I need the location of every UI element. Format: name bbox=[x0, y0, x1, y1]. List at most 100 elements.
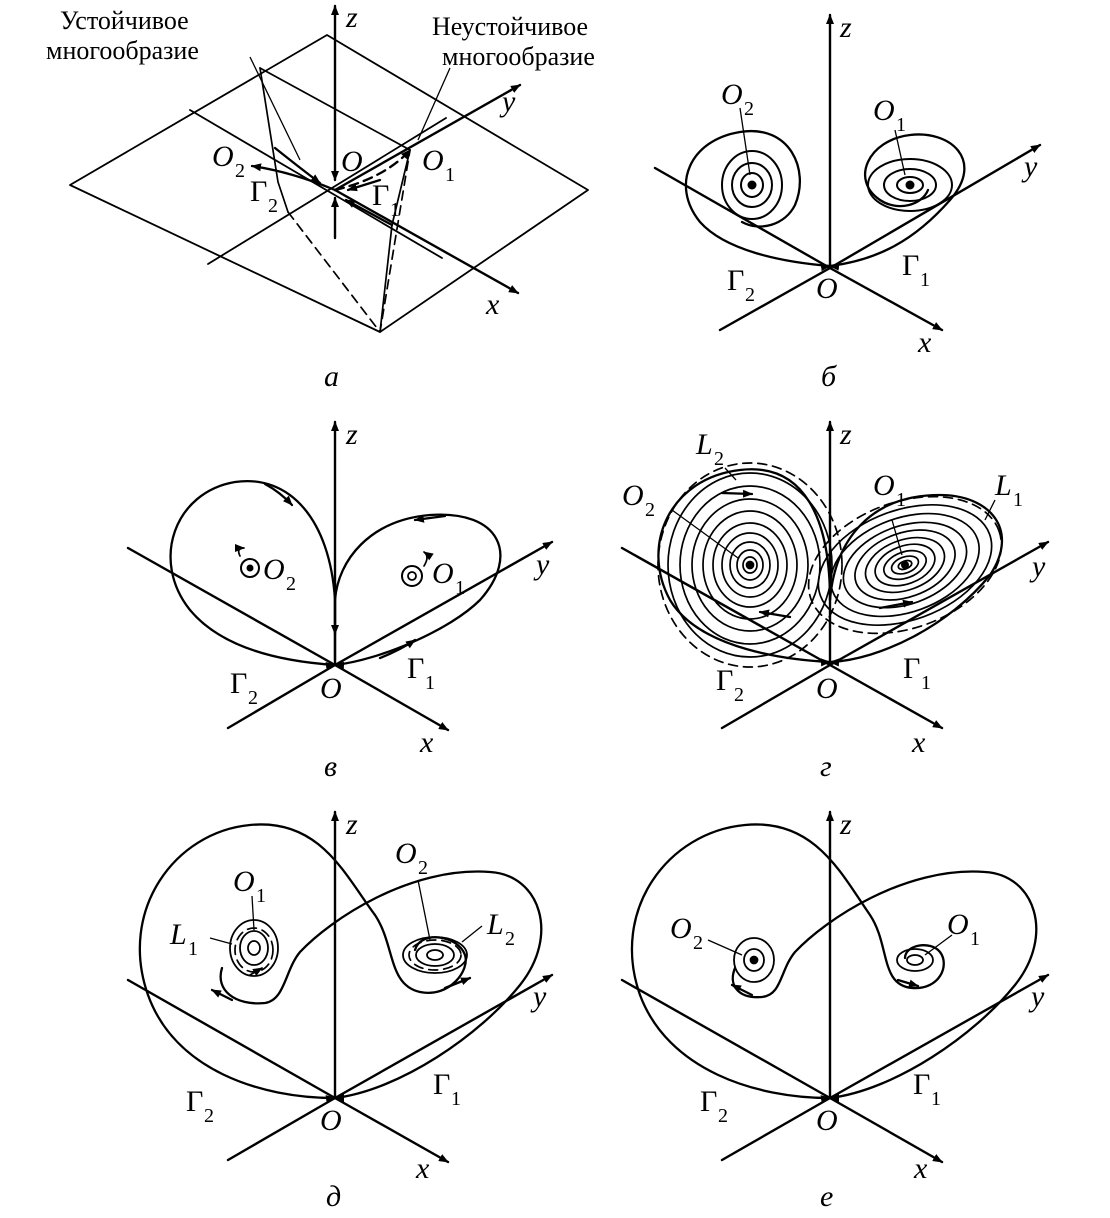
svg-text:2: 2 bbox=[714, 448, 724, 470]
o1-focus bbox=[896, 948, 934, 972]
svg-text:2: 2 bbox=[718, 1105, 728, 1127]
gamma1-homoclinic-loop bbox=[325, 513, 502, 670]
x-axis bbox=[828, 1096, 944, 1164]
flow-arrow bbox=[413, 514, 447, 523]
y-axis-negative bbox=[226, 1096, 337, 1162]
svg-text:Γ: Γ bbox=[700, 1085, 717, 1118]
flow-arrow bbox=[720, 489, 754, 498]
x-axis-negative bbox=[620, 546, 832, 667]
x-axis-label: x bbox=[917, 326, 932, 359]
flow-arrow bbox=[730, 983, 754, 997]
z-axis-label: z bbox=[345, 1, 358, 34]
y-axis-negative bbox=[720, 663, 832, 730]
gamma2-homoclinic-loop bbox=[169, 479, 345, 670]
stable-trajectory bbox=[344, 198, 394, 227]
flow-arrow bbox=[263, 482, 294, 507]
panel-caption-g: г bbox=[820, 750, 832, 783]
stable-manifold-label-line1: Устойчивое bbox=[60, 6, 189, 35]
leader-line bbox=[891, 519, 903, 556]
leader-line bbox=[924, 934, 953, 956]
origin-label: O bbox=[816, 272, 838, 305]
origin-label: O bbox=[816, 1104, 838, 1137]
x-axis-label: x bbox=[419, 726, 434, 759]
panel-d bbox=[126, 810, 554, 1164]
l1-unstable-cycle bbox=[807, 495, 1003, 635]
svg-text:Γ: Γ bbox=[407, 652, 424, 685]
x-axis-label: x bbox=[485, 288, 500, 321]
panel-caption-e: е bbox=[820, 1180, 833, 1213]
x-axis-negative bbox=[620, 978, 832, 1100]
svg-text:L: L bbox=[169, 918, 187, 951]
origin-label: O bbox=[320, 1104, 342, 1137]
o2-focus bbox=[721, 150, 783, 220]
gamma2-separatrix bbox=[630, 823, 945, 1103]
svg-text:1: 1 bbox=[455, 577, 465, 599]
x-axis-label: x bbox=[913, 1152, 928, 1185]
panel-caption-b: б bbox=[821, 360, 837, 393]
y-axis bbox=[333, 973, 554, 1100]
leader-line bbox=[984, 499, 996, 521]
x-axis-negative bbox=[126, 546, 337, 667]
svg-text:O: O bbox=[395, 837, 417, 870]
svg-text:2: 2 bbox=[235, 160, 245, 182]
svg-text:Γ: Γ bbox=[186, 1085, 203, 1118]
o1-attractor-spiral bbox=[817, 503, 993, 627]
y-axis-label: y bbox=[530, 980, 547, 1013]
y-axis-negative bbox=[720, 1096, 832, 1162]
y-axis bbox=[828, 973, 1050, 1100]
z-axis-label: z bbox=[839, 808, 852, 841]
flow-arrow bbox=[443, 976, 472, 990]
svg-text:O: O bbox=[622, 479, 644, 512]
z-axis-label: z bbox=[839, 418, 852, 451]
y-axis-label: y bbox=[533, 548, 550, 581]
stable-manifold-label-line2: многообразие bbox=[46, 36, 199, 65]
z-axis-label: z bbox=[345, 418, 358, 451]
y-axis-label: y bbox=[1029, 550, 1046, 583]
svg-text:2: 2 bbox=[248, 687, 258, 709]
panel-v bbox=[126, 420, 554, 732]
panel-b bbox=[653, 13, 1042, 332]
leader-line bbox=[707, 939, 743, 956]
o2-focus bbox=[234, 544, 260, 578]
svg-text:Γ: Γ bbox=[903, 652, 920, 685]
leader-line bbox=[739, 107, 751, 176]
svg-text:O: O bbox=[873, 469, 895, 502]
svg-text:O: O bbox=[263, 553, 285, 586]
xy-plane bbox=[69, 34, 589, 333]
stable-manifold-outline bbox=[259, 67, 289, 213]
unstable-manifold-label-line2: многообразие bbox=[442, 42, 595, 71]
plane-grid-line bbox=[207, 117, 447, 265]
leader-line bbox=[461, 925, 483, 943]
svg-text:Γ: Γ bbox=[902, 249, 919, 282]
gamma1-separatrix bbox=[333, 148, 412, 192]
svg-text:Γ: Γ bbox=[913, 1068, 930, 1101]
x-axis bbox=[333, 188, 520, 295]
svg-text:O: O bbox=[947, 908, 969, 941]
svg-text:1: 1 bbox=[1013, 489, 1023, 511]
svg-text:2: 2 bbox=[505, 928, 515, 950]
svg-text:2: 2 bbox=[744, 98, 754, 120]
svg-text:Γ: Γ bbox=[433, 1068, 450, 1101]
flow-arrow bbox=[210, 988, 234, 1002]
origin-label: O bbox=[816, 672, 838, 705]
svg-text:O: O bbox=[422, 144, 444, 177]
svg-text:1: 1 bbox=[896, 114, 906, 136]
svg-text:1: 1 bbox=[390, 199, 400, 221]
